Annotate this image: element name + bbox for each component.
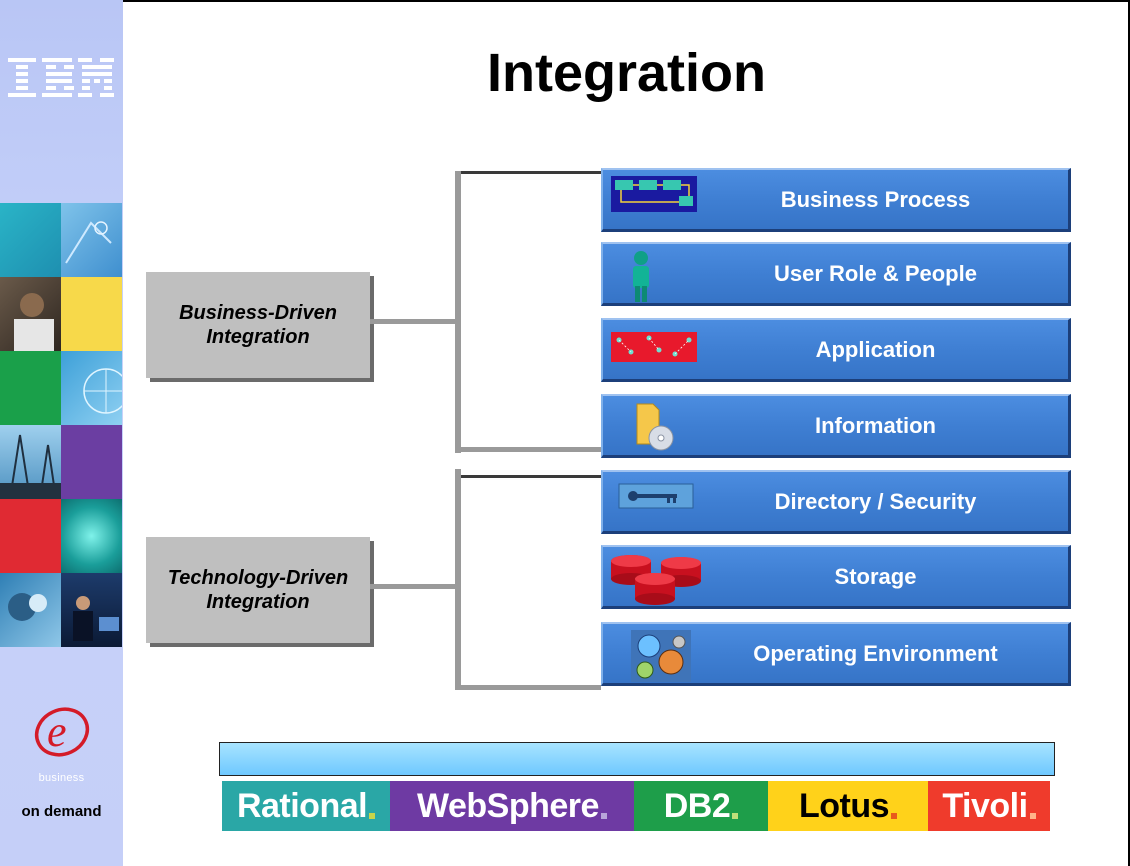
brand-dot xyxy=(369,813,376,819)
item-label: User Role & People xyxy=(774,260,977,286)
brand-db2: DB2 xyxy=(634,781,768,831)
category-technology-driven: Technology-Driven Integration xyxy=(146,537,370,643)
mosaic-tile xyxy=(0,351,61,425)
connector xyxy=(455,685,601,690)
frame-top-border xyxy=(123,0,1130,2)
sidebar: e business on demand xyxy=(0,0,123,866)
item-user-role: User Role & People xyxy=(601,242,1071,306)
person-icon xyxy=(633,251,649,302)
item-directory-security: Directory / Security xyxy=(601,470,1071,534)
e-business-word: business xyxy=(38,772,85,784)
mosaic-tile xyxy=(0,277,61,351)
item-storage: Storage xyxy=(601,545,1071,609)
mosaic-tile xyxy=(61,425,122,499)
mosaic-tile xyxy=(61,499,122,573)
connector xyxy=(370,319,458,324)
brand-name: WebSphere xyxy=(417,786,599,825)
svg-text:e: e xyxy=(47,707,67,756)
brand-tivoli: Tivoli xyxy=(928,781,1050,831)
slide-title: Integration xyxy=(487,43,766,103)
item-label: Storage xyxy=(834,563,917,589)
e-business-logo-icon: e xyxy=(34,707,90,757)
category-line: Business-Driven xyxy=(179,302,337,324)
brand-dot xyxy=(891,813,898,819)
brand-lotus: Lotus xyxy=(768,781,928,831)
brand-name: Lotus xyxy=(798,786,890,825)
brand-strip: Rational WebSphere DB2 Lotus Tivoli xyxy=(222,781,1050,831)
brand-dot xyxy=(600,813,607,819)
mosaic-tile xyxy=(0,573,61,647)
brand-websphere: WebSphere xyxy=(390,781,634,831)
item-application: Application xyxy=(601,318,1071,382)
connector xyxy=(461,475,601,478)
ibm-logo-icon xyxy=(8,58,114,97)
connector xyxy=(455,447,601,452)
item-label: Application xyxy=(815,336,936,362)
document-disc-icon xyxy=(636,403,674,451)
mosaic-tile xyxy=(61,351,122,425)
frame-right-border xyxy=(1128,0,1130,866)
brand-bar xyxy=(219,742,1055,776)
category-line: Technology-Driven xyxy=(167,567,349,589)
mosaic-tile xyxy=(61,573,122,647)
globes-icon xyxy=(631,630,691,682)
brand-name: DB2 xyxy=(663,786,731,825)
key-icon xyxy=(618,483,694,509)
mosaic-tile xyxy=(0,499,61,573)
category-business-driven: Business-Driven Integration xyxy=(146,272,370,378)
item-information: Information xyxy=(601,394,1071,458)
item-label: Operating Environment xyxy=(753,640,998,666)
on-demand-tagline: on demand xyxy=(21,803,102,820)
item-label: Business Process xyxy=(780,186,971,212)
connector xyxy=(455,469,461,690)
mosaic-tile xyxy=(0,203,61,277)
photo-mosaic xyxy=(0,203,123,648)
item-business-process: Business Process xyxy=(601,168,1071,232)
brand-rational: Rational xyxy=(222,781,390,831)
category-line: Integration xyxy=(206,591,310,613)
connector xyxy=(370,584,458,589)
connector xyxy=(455,171,461,453)
mosaic-tile xyxy=(61,203,122,277)
mosaic-tile xyxy=(61,277,122,351)
brand-dot xyxy=(1029,813,1036,819)
storage-disks-icon xyxy=(611,555,701,605)
item-operating-environment: Operating Environment xyxy=(601,622,1071,686)
connector xyxy=(461,171,601,174)
brand-name: Rational xyxy=(236,786,368,825)
application-network-icon xyxy=(611,332,697,362)
mosaic-tile xyxy=(0,425,61,499)
brand-name: Tivoli xyxy=(942,786,1028,825)
brand-dot xyxy=(732,813,739,819)
process-flow-icon xyxy=(611,176,697,212)
item-label: Directory / Security xyxy=(774,488,977,514)
item-label: Information xyxy=(815,412,936,438)
category-line: Integration xyxy=(206,326,310,348)
